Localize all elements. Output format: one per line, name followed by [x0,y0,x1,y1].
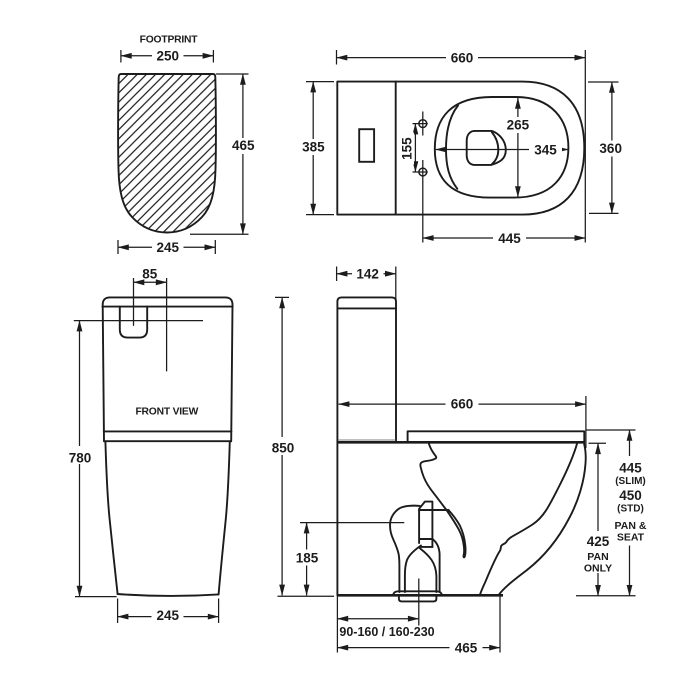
svg-text:385: 385 [302,140,325,155]
svg-text:PAN: PAN [587,551,608,563]
svg-text:345: 345 [534,143,557,158]
svg-text:465: 465 [455,641,478,656]
svg-text:PAN &: PAN & [615,520,647,532]
svg-text:142: 142 [356,267,379,282]
svg-text:450: 450 [619,488,642,503]
svg-text:SEAT: SEAT [617,532,645,544]
svg-text:425: 425 [587,534,610,549]
svg-text:445: 445 [498,231,521,246]
svg-text:465: 465 [232,138,255,153]
svg-text:(SLIM): (SLIM) [615,476,646,487]
svg-text:250: 250 [157,48,180,63]
svg-text:780: 780 [69,451,92,466]
svg-text:445: 445 [619,461,642,476]
svg-text:ONLY: ONLY [584,563,612,575]
svg-text:660: 660 [451,397,474,412]
svg-text:155: 155 [400,137,415,160]
svg-text:85: 85 [142,267,158,282]
svg-text:850: 850 [272,440,295,455]
svg-text:245: 245 [157,240,180,255]
svg-text:360: 360 [599,141,622,156]
svg-text:660: 660 [451,50,474,65]
svg-text:90-160 / 160-230: 90-160 / 160-230 [339,625,434,639]
svg-text:FOOTPRINT: FOOTPRINT [140,35,199,46]
svg-text:265: 265 [507,117,530,132]
svg-text:(STD): (STD) [617,504,644,515]
svg-text:185: 185 [296,550,319,565]
svg-text:FRONT VIEW: FRONT VIEW [135,406,198,417]
svg-text:245: 245 [157,608,180,623]
